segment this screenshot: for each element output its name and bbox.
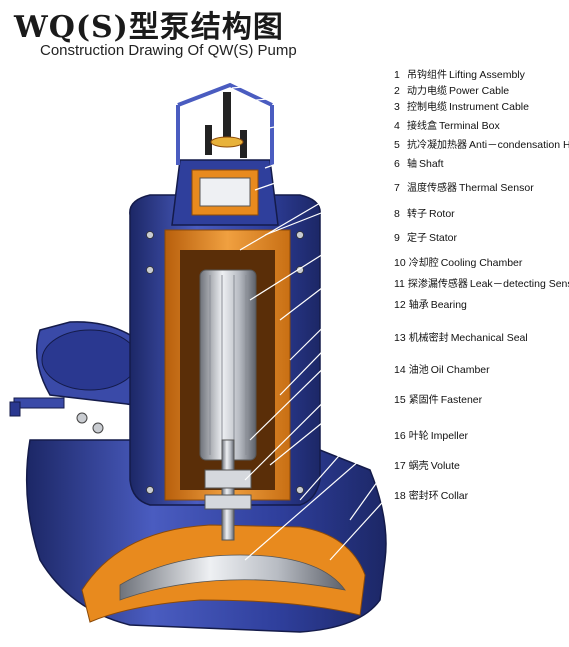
diagram-subtitle: Construction Drawing Of QW(S) Pump — [40, 42, 297, 59]
terminal-box — [171, 159, 279, 226]
cables — [205, 92, 247, 158]
discharge-outlet — [9, 321, 139, 434]
diagram-title: WQ(S)型泵结构图 — [14, 10, 284, 45]
lifting-assembly — [176, 82, 274, 165]
leader-lines — [231, 72, 391, 561]
motor-housing — [129, 194, 321, 541]
